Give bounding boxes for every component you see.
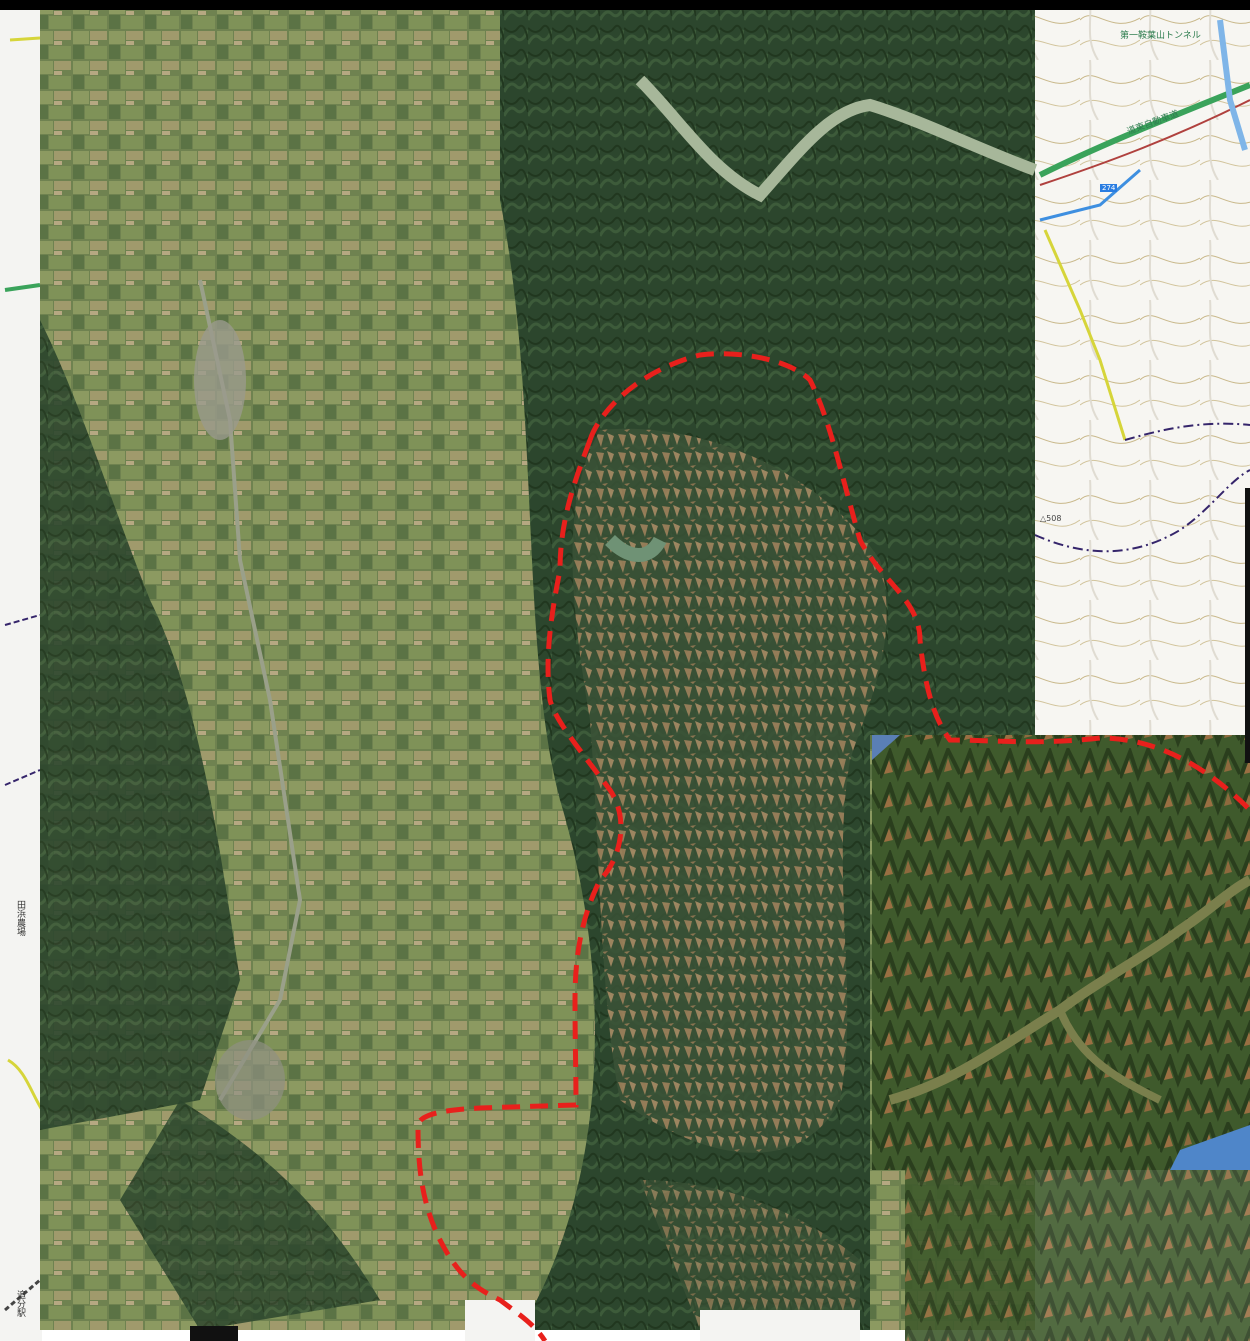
left-margin: [0, 10, 42, 1341]
reservoir: [605, 534, 667, 562]
railway-line: [1039, 99, 1250, 186]
margin-boundary: [4, 614, 41, 626]
inset-photo-lower[interactable]: [905, 1170, 1250, 1341]
route-number-badge: 274: [1100, 184, 1118, 192]
photo-gap-2: [700, 1310, 860, 1341]
inset-water-patch: [1170, 1125, 1250, 1170]
top-frame-bar: [0, 0, 1250, 10]
expressway-line: [1038, 82, 1250, 178]
inset-sky-patch: [872, 735, 900, 760]
bottom-corner-mark: [190, 1326, 238, 1341]
inset-photo-upper[interactable]: [872, 735, 1250, 1170]
station-label: 追分駅: [15, 1290, 25, 1317]
affected-area-boundary[interactable]: [415, 351, 1250, 1341]
southern-forest: [120, 1100, 380, 1330]
margin-boundary-2: [4, 769, 41, 786]
river-line: [1039, 168, 1141, 222]
right-frame-bar: [1245, 488, 1250, 763]
river-channel: [635, 75, 1038, 203]
town-area-north: [194, 320, 246, 440]
landslide-zone-south: [640, 1180, 860, 1330]
margin-road-yellow-2: [7, 1058, 44, 1111]
margin-road-yellow: [9, 36, 41, 42]
tunnel-label: 第一鞍葉山トンネル: [1120, 31, 1201, 41]
topographic-map-panel: [1030, 10, 1250, 735]
town-area-south: [215, 1040, 285, 1120]
river-right: [1217, 19, 1248, 151]
admin-boundary-line: [1034, 469, 1250, 553]
national-road-line: [1043, 229, 1127, 441]
western-forest: [40, 320, 240, 1130]
aerial-photo-mosaic: [40, 10, 1038, 1341]
inset-river: [888, 875, 1250, 1105]
farm-label: 田浜農場: [15, 900, 25, 936]
elevation-marker-label: △508: [1040, 514, 1062, 523]
margin-road-green: [4, 283, 41, 292]
landslide-zone: [572, 428, 887, 1153]
inset-river-branch: [1056, 1008, 1162, 1104]
